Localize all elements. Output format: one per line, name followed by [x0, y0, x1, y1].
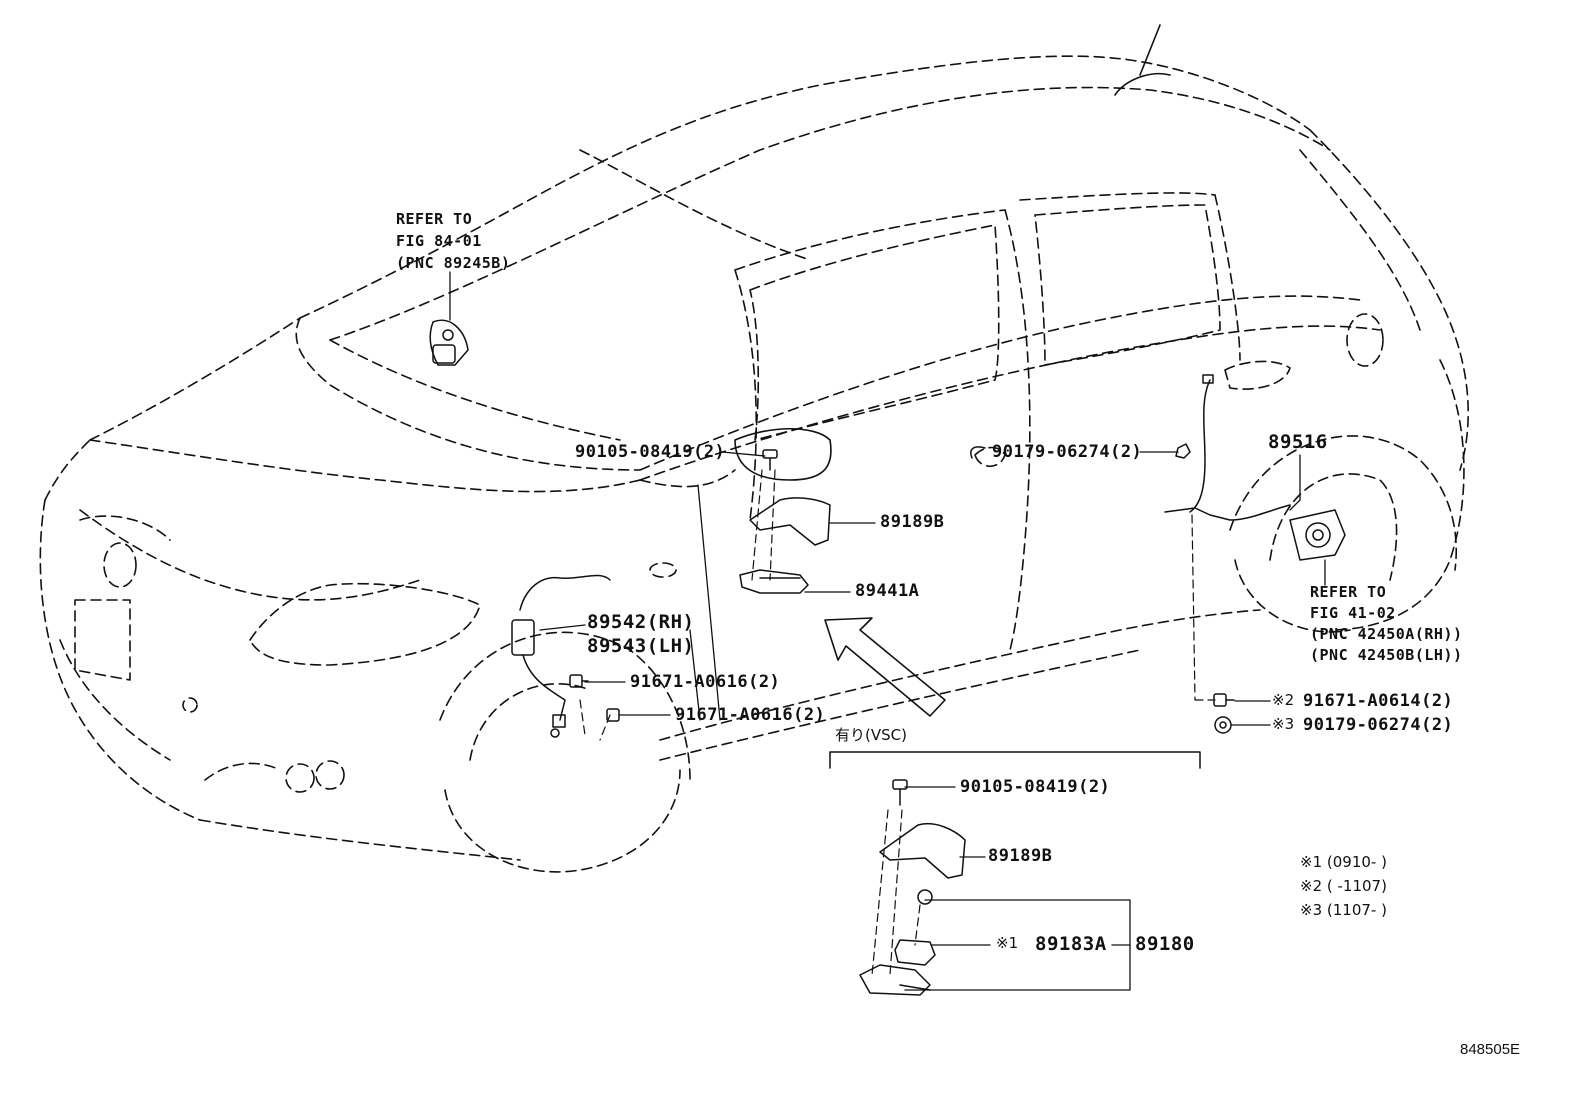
- hub-bearing-part: [1289, 509, 1346, 561]
- part-label-90105-inset[interactable]: 90105-08419(2): [960, 777, 1111, 797]
- bolt-part: [606, 708, 620, 722]
- nut-part: [1175, 443, 1191, 459]
- part-label-90179-lower[interactable]: 90179-06274(2): [1303, 715, 1454, 735]
- refer-top-line1: REFER TO: [396, 210, 473, 228]
- inset-frame: [829, 751, 1201, 769]
- note-2: ※2 ( -1107): [1300, 877, 1387, 895]
- mark-3-label: ※3: [1272, 715, 1295, 733]
- bolt-part: [762, 449, 778, 471]
- bracket-base-part: [859, 964, 931, 996]
- bracket-part: [879, 823, 966, 879]
- front-speed-sensor-part: [511, 574, 611, 738]
- part-label-89516[interactable]: 89516: [1268, 431, 1328, 453]
- yaw-sensor-part: [429, 319, 469, 366]
- refer-right-line3: (PNC 42450A(RH)): [1310, 625, 1463, 643]
- part-label-89543[interactable]: 89543(LH): [587, 635, 695, 657]
- refer-top-line3: (PNC 89245B): [396, 254, 511, 272]
- view-direction-arrow: [824, 617, 946, 717]
- inset-title: 有り(VSC): [835, 726, 907, 744]
- bolt-part: [569, 674, 589, 688]
- part-label-91671-a[interactable]: 91671-A0616(2): [630, 672, 781, 692]
- bolt-part: [1213, 693, 1235, 707]
- bolt-part: [892, 779, 908, 806]
- refer-top-line2: FIG 84-01: [396, 232, 482, 250]
- part-label-91671-b[interactable]: 91671-A0616(2): [675, 705, 826, 725]
- nut-part: [1214, 716, 1232, 734]
- rear-speed-sensor-part: [1164, 374, 1291, 521]
- figure-id: 848505E: [1460, 1041, 1521, 1058]
- refer-right-line1: REFER TO: [1310, 583, 1387, 601]
- refer-right-line4: (PNC 42450B(LH)): [1310, 646, 1463, 664]
- nut-part: [917, 889, 933, 905]
- part-label-89441a[interactable]: 89441A: [855, 581, 920, 601]
- sensor-part: [894, 939, 936, 966]
- car-body-outline: [39, 24, 1469, 873]
- alignment-lines: [579, 469, 1216, 976]
- part-label-90179-top[interactable]: 90179-06274(2): [992, 442, 1143, 462]
- note-1: ※1 (0910- ): [1300, 853, 1387, 871]
- component-sketches: [429, 319, 1346, 996]
- part-label-90105-top[interactable]: 90105-08419(2): [575, 442, 726, 462]
- part-label-89180[interactable]: 89180: [1135, 933, 1195, 955]
- leader-lines: [449, 271, 1326, 991]
- bracket-part: [749, 497, 831, 546]
- mark-2-label: ※2: [1272, 691, 1295, 709]
- note-3: ※3 (1107- ): [1300, 901, 1387, 919]
- refer-right-line2: FIG 41-02: [1310, 604, 1396, 622]
- part-label-91671-a0614[interactable]: 91671-A0614(2): [1303, 691, 1454, 711]
- mark-1-label: ※1: [996, 934, 1019, 952]
- sensor-part: [739, 569, 809, 594]
- part-label-89183a[interactable]: 89183A: [1035, 933, 1107, 955]
- part-label-89542[interactable]: 89542(RH): [587, 611, 695, 633]
- part-label-89189b-inset[interactable]: 89189B: [988, 846, 1053, 866]
- part-label-89189b-top[interactable]: 89189B: [880, 512, 945, 532]
